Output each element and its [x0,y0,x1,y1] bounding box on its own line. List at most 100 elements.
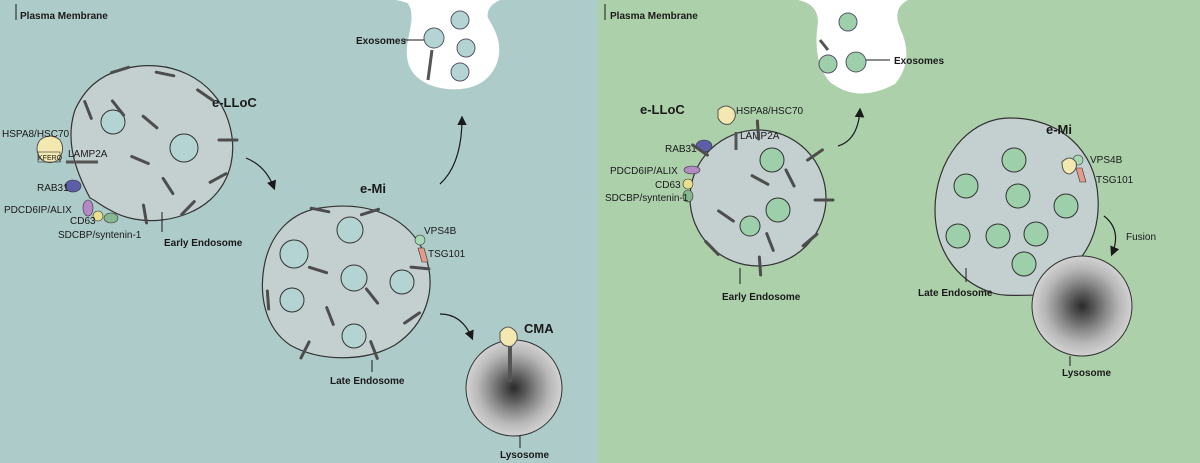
ilv-left-7 [279,287,305,313]
right-panel: Plasma Membrane Exosomes e-LLoC Early En… [598,0,1200,463]
ilv-left-2 [169,133,199,163]
early-endosome-label-right: Early Endosome [722,292,801,303]
cd63-label-right: CD63 [655,180,681,191]
early-endosome-left [70,65,234,222]
ilv-right-2 [765,197,791,223]
membrane-cargo-bar [325,306,335,326]
kferq-label-left: KFERQ [38,155,63,162]
membrane-cargo-bar [691,143,709,157]
arrow-early-to-late-left [245,157,277,191]
hspa8-label-right: HSPA8/HSC70 [736,106,804,117]
membrane-cargo-bar [704,240,720,256]
sdcbp-shape-left [103,212,119,224]
cma-label-left: CMA [524,321,554,336]
ilv-left-8 [341,323,367,349]
hspa8-shape-left [36,135,64,164]
hspa8-late-right [1061,157,1077,175]
ilv-right-3 [739,215,761,237]
ilv-left-1 [100,109,126,135]
membrane-cargo-bar [299,340,311,360]
membrane-cargo-bar [309,206,331,214]
membrane-cargo-bar [109,65,131,75]
vps4b-label-right: VPS4B [1090,155,1123,166]
hspa8-shape-right [717,105,736,125]
membrane-cargo-bar [110,99,126,117]
hspa8-label-left: HSPA8/HSC70 [2,129,70,140]
membrane-cargo-bar [784,168,796,188]
fusion-label-right: Fusion [1126,232,1156,243]
tsg101-label-right: TSG101 [1096,175,1134,186]
rab31-label-right: RAB31 [665,144,697,155]
early-endosome-label-left: Early Endosome [164,238,243,249]
plasma-membrane-label-left: Plasma Membrane [20,11,108,22]
sdcbp-label-right: SDCBP/syntenin-1 [605,193,689,204]
lamp2a-label-left: LAMP2A [68,149,108,160]
exosomes-right [818,12,867,74]
membrane-cargo-bar [359,207,381,217]
ilv-right-4 [1001,147,1027,173]
late-endosome-label-left: Late Endosome [330,376,405,387]
membrane-cargo-bar [130,154,150,166]
membrane-cargo-bar [141,203,149,225]
membrane-cargo-bar [403,311,421,325]
rab31-shape-left [64,179,82,193]
fusion-arrow-right [1103,215,1120,257]
ilv-left-4 [336,216,364,244]
sdcbp-label-left: SDCBP/syntenin-1 [58,230,142,241]
membrane-cargo-bar [801,232,819,248]
ilv-left-5 [340,264,368,292]
ilv-right-10 [1023,221,1049,247]
arrow-early-to-exosomes-right [837,107,865,147]
lysosome-label-right: Lysosome [1062,368,1112,379]
pdcd6ip-shape-right [683,165,701,175]
e-lloc-label-left: e-LLoC [212,95,257,110]
ilv-right-7 [1053,193,1079,219]
lysosome-right [1031,255,1133,357]
membrane-cargo-bar [83,100,93,120]
lysosome-left [465,339,563,437]
plasma-membrane-label-right: Plasma Membrane [610,11,698,22]
membrane-cargo-bar [265,289,271,311]
ilv-right-5 [953,173,979,199]
rab31-label-left: RAB31 [37,183,69,194]
membrane-cargo-bar [717,209,735,223]
exosomes-left [423,10,476,82]
membrane-cargo-bar [757,255,763,277]
tsg101-label-left: TSG101 [428,249,466,260]
vps4b-label-left: VPS4B [424,226,457,237]
exosomes-label-right: Exosomes [894,56,944,67]
membrane-cargo-bar [755,119,761,141]
membrane-cargo-bar [141,114,159,130]
sdcbp-shape-right [682,189,694,203]
cd63-label-left: CD63 [70,216,96,227]
membrane-cargo-bar [208,172,228,184]
left-panel: Plasma Membrane Exosomes e-LLoC Early En… [0,0,598,463]
membrane-cargo-bar [806,148,824,162]
arrow-late-to-lysosome-left [439,313,474,341]
membrane-cargo-bar [364,287,380,305]
membrane-cargo-bar [180,200,196,216]
lysosome-label-left: Lysosome [500,450,550,461]
ilv-right-1 [759,147,785,173]
membrane-cargo-bar [154,70,176,78]
membrane-cargo-bar [369,340,379,360]
membrane-cargo-bar [765,232,775,252]
e-mi-label-right: e-Mi [1046,122,1072,137]
e-lloc-label-right: e-LLoC [640,102,685,117]
late-endosome-label-right: Late Endosome [918,288,993,299]
cd63-shape-right [682,178,694,190]
membrane-cargo-bar [409,265,431,271]
ilv-right-8 [945,223,971,249]
tsg101-shape-left [417,247,429,263]
ilv-left-6 [389,269,415,295]
membrane-cargo-bar [161,176,175,196]
exosomes-label-left: Exosomes [356,36,406,47]
pdcd6ip-label-left: PDCD6IP/ALIX [4,205,72,216]
ilv-right-6 [1005,183,1031,209]
membrane-cargo-bar [750,174,770,186]
hspa8-lysosome-left [499,326,518,347]
vps4b-shape-left [414,234,426,246]
arrow-late-to-exosomes-left [439,115,467,185]
